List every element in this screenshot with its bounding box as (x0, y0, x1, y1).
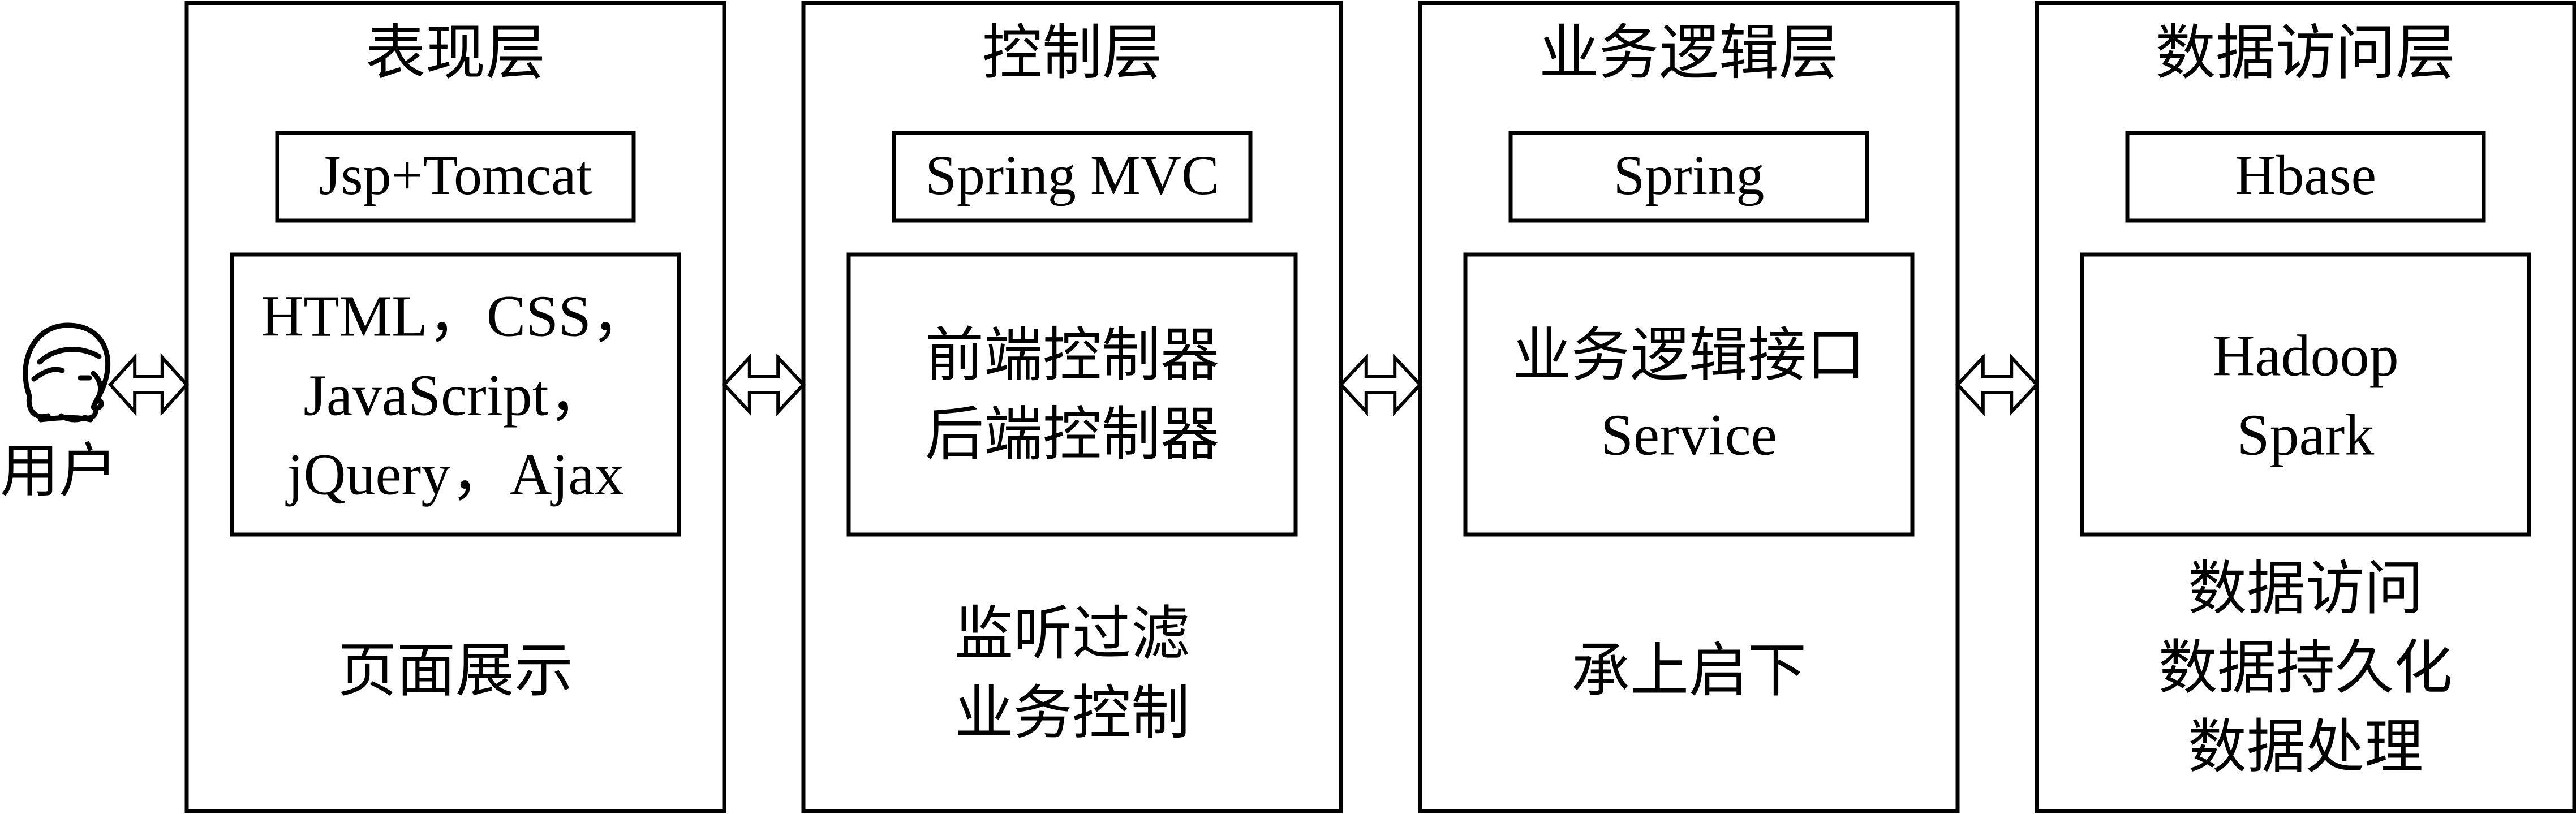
component-line: 业务逻辑接口 (1512, 324, 1865, 389)
double-arrow-icon (721, 353, 806, 416)
connectors (107, 353, 2040, 416)
component-line: Hadoop (2212, 324, 2398, 389)
layer-note: 页面展示 (338, 639, 573, 704)
component-line: Service (1601, 403, 1777, 468)
tech-box (1508, 131, 1869, 223)
component-line: 前端控制器 (925, 324, 1219, 389)
component-line: jQuery，Ajax (286, 442, 624, 507)
double-arrow-icon (1338, 353, 1423, 416)
component-line: JavaScript， (303, 363, 607, 428)
component-line: HTML，CSS， (261, 284, 650, 349)
tech-label: Hbase (2235, 144, 2376, 206)
double-arrow-icon (1955, 353, 2040, 416)
tech-box (275, 131, 636, 223)
layer-note: 承上启下 (1571, 639, 1807, 704)
layer-title: 控制层 (982, 20, 1162, 87)
layer-note: 监听过滤 (954, 602, 1190, 667)
tech-label: Spring (1614, 144, 1765, 206)
component-box (1463, 252, 1915, 537)
layer-3: 业务逻辑层 Spring 业务逻辑接口 Service 承上启下 (1418, 1, 1960, 813)
user-label: 用户 (0, 439, 118, 504)
user-face-icon (23, 322, 111, 423)
component-box (846, 252, 1298, 537)
layer-note: 数据访问 (2188, 557, 2423, 622)
tech-box (2125, 131, 2486, 223)
layer-note: 数据持久化 (2158, 636, 2453, 701)
component-line: Spark (2237, 403, 2375, 468)
layer-title: 数据访问层 (2156, 20, 2455, 87)
component-box (2080, 252, 2531, 537)
layer-title: 表现层 (365, 20, 545, 87)
layer-title: 业务逻辑层 (1539, 20, 1839, 87)
double-arrow-icon (107, 353, 190, 416)
user-actor: 用户 (0, 322, 118, 504)
tech-box (892, 131, 1253, 223)
layer-note: 数据处理 (2188, 715, 2423, 780)
tech-label: Jsp+Tomcat (319, 144, 592, 206)
tech-label: Spring MVC (925, 144, 1219, 206)
component-line: 后端控制器 (925, 403, 1219, 468)
component-box (230, 252, 681, 537)
layer-note: 业务控制 (954, 681, 1190, 746)
